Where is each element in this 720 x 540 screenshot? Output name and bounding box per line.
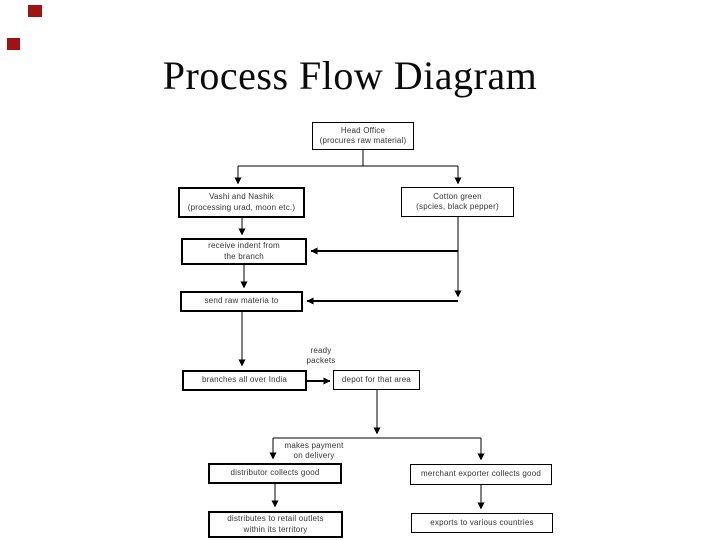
node-receive-indent: receive indent from the branch bbox=[181, 238, 307, 265]
node-depot: depot for that area bbox=[333, 370, 420, 390]
edge-label-makes-payment: makes payment on delivery bbox=[284, 441, 344, 460]
node-exports: exports to various countries bbox=[411, 513, 553, 533]
node-retail-outlets: distributes to retail outlets within its… bbox=[208, 511, 343, 538]
node-label: (spcies, black pepper) bbox=[416, 202, 499, 211]
node-label: Cotton green bbox=[433, 191, 482, 201]
page-title: Process Flow Diagram bbox=[162, 53, 538, 98]
node-merchant-exporter: merchant exporter collects good bbox=[410, 464, 552, 485]
slide-decoration-square-top bbox=[28, 5, 42, 17]
node-label: (procures raw material) bbox=[319, 136, 407, 145]
node-label: Vashi and Nashik bbox=[209, 192, 274, 202]
node-label: Head Office bbox=[340, 125, 386, 135]
node-label: within its territory bbox=[243, 524, 308, 534]
node-label: exports to various countries bbox=[430, 517, 534, 527]
node-vashi-nashik: Vashi and Nashik (processing urad, moon … bbox=[178, 187, 305, 218]
node-label: receive indent from bbox=[208, 241, 280, 251]
node-send-raw-material: send raw materia to bbox=[180, 291, 303, 312]
node-branches: branches all over India bbox=[182, 370, 307, 391]
node-label: (processing urad, moon etc.) bbox=[187, 202, 296, 212]
node-label: distributes to retail outlets bbox=[227, 514, 324, 524]
node-label: merchant exporter collects good bbox=[420, 469, 542, 479]
node-cotton-green: Cotton green (spcies, black pepper) bbox=[401, 187, 514, 217]
node-label: the branch bbox=[224, 251, 264, 261]
slide-decoration-square-left bbox=[7, 38, 20, 50]
node-label: send raw materia to bbox=[204, 296, 279, 306]
node-label: depot for that area bbox=[341, 374, 412, 384]
node-label: distributor collects good bbox=[230, 468, 320, 478]
node-distributor: distributor collects good bbox=[208, 463, 342, 484]
node-label: branches all over India bbox=[201, 375, 288, 385]
edge-label-ready-packets: ready packets bbox=[306, 346, 336, 365]
node-head-office: Head Office (procures raw material) bbox=[312, 122, 414, 150]
